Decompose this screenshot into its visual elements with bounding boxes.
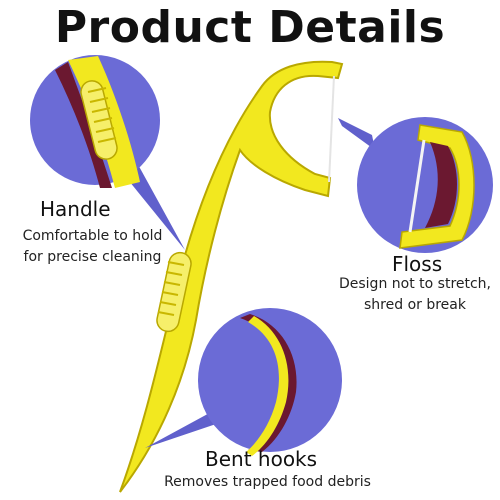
floss-zoom-shadow bbox=[425, 142, 457, 228]
hook-zoom-shadow bbox=[240, 314, 297, 452]
pick-body bbox=[119, 60, 344, 493]
pick-grip-ridges bbox=[157, 261, 185, 316]
handle-description: Comfortable to hold for precise cleaning bbox=[0, 226, 185, 268]
hook-label: Bent hooks bbox=[205, 447, 318, 471]
floss-pointer bbox=[338, 118, 375, 150]
page-title: Product Details bbox=[54, 2, 446, 53]
handle-callout bbox=[30, 55, 185, 250]
floss-callout bbox=[338, 117, 493, 253]
handle-description-line2: for precise cleaning bbox=[23, 249, 162, 265]
handle-zoom-ridges bbox=[87, 87, 117, 143]
handle-label: Handle bbox=[40, 197, 111, 221]
hook-callout bbox=[145, 308, 342, 456]
hook-zoom-circle bbox=[198, 308, 342, 452]
floss-description-line1: Design not to stretch, bbox=[338, 276, 492, 292]
pick-floss-string bbox=[328, 75, 335, 183]
hook-zoom-body bbox=[246, 316, 289, 456]
handle-description-line1: Comfortable to hold bbox=[22, 228, 163, 244]
floss-description-line2: shred or break bbox=[364, 297, 466, 313]
pick-grip-pad bbox=[156, 251, 192, 333]
hook-pointer bbox=[145, 410, 222, 448]
floss-zoom-string bbox=[408, 139, 426, 233]
hook-description: Removes trapped food debris bbox=[164, 474, 371, 490]
floss-pick bbox=[119, 60, 344, 493]
floss-zoom-frame bbox=[399, 124, 475, 249]
floss-label: Floss bbox=[392, 252, 443, 276]
floss-description: Design not to stretch, shred or break bbox=[330, 274, 500, 316]
